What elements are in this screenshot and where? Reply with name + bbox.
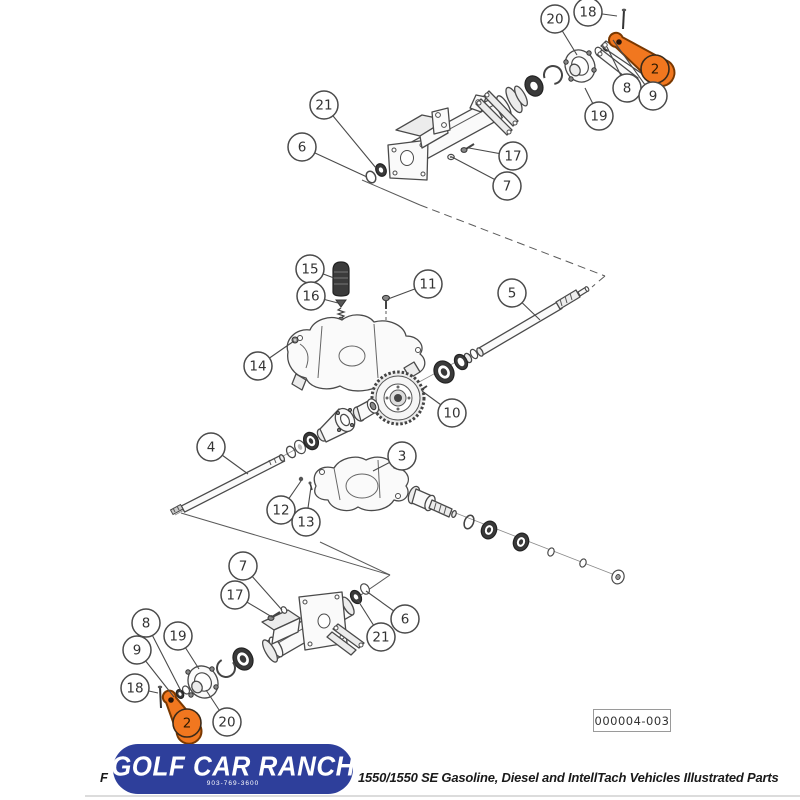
svg-text:7: 7: [503, 179, 512, 195]
svg-text:21: 21: [315, 98, 332, 114]
callout-balloon-8-24[interactable]: 8: [131, 608, 161, 638]
input-shaft-and-gear: [370, 286, 590, 426]
footer-prefix-text: F: [100, 770, 108, 785]
callout-balloon-17-21[interactable]: 17: [220, 580, 250, 610]
callout-balloon-20-29[interactable]: 20: [212, 707, 242, 737]
svg-text:9: 9: [133, 643, 142, 659]
callout-balloon-5-13[interactable]: 5: [497, 278, 527, 308]
svg-text:17: 17: [504, 149, 521, 165]
callout-balloon-7-20[interactable]: 7: [228, 551, 258, 581]
callout-balloon-3-17[interactable]: 3: [387, 441, 417, 471]
callout-balloon-7-9[interactable]: 7: [492, 171, 522, 201]
svg-text:19: 19: [169, 629, 186, 645]
svg-text:11: 11: [419, 277, 436, 293]
callout-balloon-16-11[interactable]: 16: [296, 281, 326, 311]
callout-balloon-18-0[interactable]: 18: [573, 0, 603, 27]
svg-text:6: 6: [401, 612, 410, 628]
figure-number-box: 000004-003: [593, 709, 671, 732]
svg-text:8: 8: [142, 616, 151, 632]
callout-balloon-6-7[interactable]: 6: [287, 132, 317, 162]
callout-balloon-21-6[interactable]: 21: [309, 90, 339, 120]
logo-name: GOLF CAR RANCH: [111, 749, 355, 783]
svg-text:12: 12: [272, 503, 289, 519]
svg-text:18: 18: [126, 681, 143, 697]
footer-caption: 1550/1550 SE Gasoline, Diesel and Intell…: [358, 770, 779, 785]
footer-divider: [85, 795, 800, 797]
callout-balloon-2-2[interactable]: 2: [640, 54, 670, 84]
callout-balloon-20-1[interactable]: 20: [540, 4, 570, 34]
svg-text:4: 4: [207, 440, 216, 456]
svg-text:5: 5: [508, 286, 517, 302]
callout-balloon-14-14[interactable]: 14: [243, 351, 273, 381]
svg-text:7: 7: [239, 559, 248, 575]
svg-text:16: 16: [302, 289, 319, 305]
callout-balloon-12-18[interactable]: 12: [266, 495, 296, 525]
svg-text:15: 15: [301, 262, 318, 278]
svg-text:6: 6: [298, 140, 307, 156]
figure-number: 000004-003: [594, 713, 670, 728]
callout-balloon-8-3[interactable]: 8: [612, 73, 642, 103]
svg-text:13: 13: [297, 515, 314, 531]
svg-text:19: 19: [590, 109, 607, 125]
callout-balloon-19-25[interactable]: 19: [163, 621, 193, 651]
callout-balloon-9-4[interactable]: 9: [638, 81, 668, 111]
callout-balloon-21-23[interactable]: 21: [366, 622, 396, 652]
svg-text:18: 18: [579, 5, 596, 21]
svg-text:14: 14: [249, 359, 266, 375]
callout-balloon-18-27[interactable]: 18: [120, 673, 150, 703]
callout-balloon-10-15[interactable]: 10: [437, 398, 467, 428]
callout-balloon-17-8[interactable]: 17: [498, 141, 528, 171]
callout-balloon-13-19[interactable]: 13: [291, 507, 321, 537]
callout-balloon-6-22[interactable]: 6: [390, 604, 420, 634]
logo-phone: 903-769-3600: [206, 780, 260, 787]
callout-balloon-9-26[interactable]: 9: [122, 635, 152, 665]
svg-text:17: 17: [226, 588, 243, 604]
svg-text:8: 8: [623, 81, 632, 97]
svg-text:3: 3: [398, 449, 407, 465]
svg-text:2: 2: [651, 62, 660, 78]
svg-text:20: 20: [218, 715, 235, 731]
svg-text:2: 2: [183, 716, 192, 732]
callout-balloon-4-16[interactable]: 4: [196, 432, 226, 462]
svg-text:10: 10: [443, 406, 460, 422]
callout-balloon-2-28[interactable]: 2: [172, 708, 202, 738]
golf-car-ranch-logo[interactable]: GOLF CAR RANCH 903-769-3600: [111, 744, 355, 794]
axle-shaft-and-diff-internals: [169, 398, 380, 516]
bottom-axle-tube-assembly: [157, 583, 371, 709]
lower-housing-and-output-row: [298, 456, 625, 585]
svg-text:9: 9: [649, 89, 658, 105]
svg-text:20: 20: [546, 12, 563, 28]
callout-balloon-11-12[interactable]: 11: [413, 269, 443, 299]
svg-text:21: 21: [372, 630, 389, 646]
callout-balloon-19-5[interactable]: 19: [584, 101, 614, 131]
callout-balloon-15-10[interactable]: 15: [295, 254, 325, 284]
